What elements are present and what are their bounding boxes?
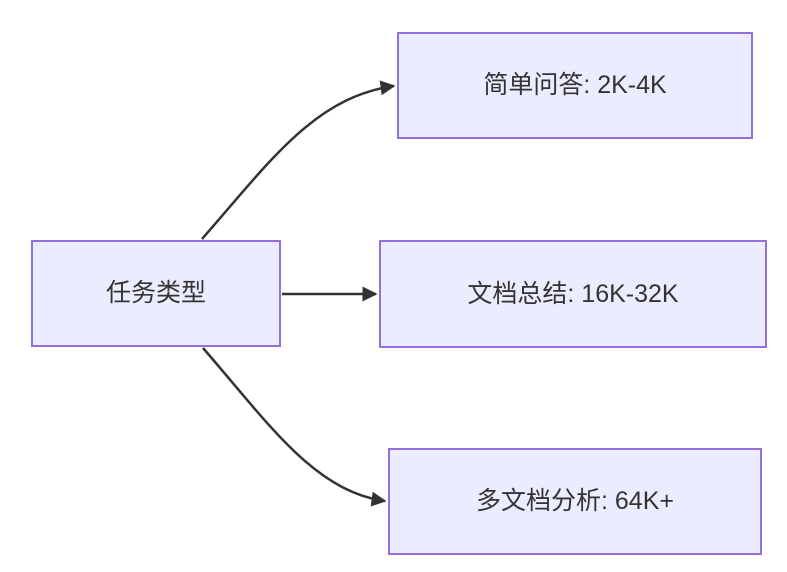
- node-simple-qa: 简单问答: 2K-4K: [397, 32, 753, 139]
- edge-root-to-multidoc: [202, 347, 387, 507]
- node-doc-summary-label: 文档总结: 16K-32K: [467, 279, 679, 308]
- node-doc-summary: 文档总结: 16K-32K: [379, 240, 767, 348]
- node-multi-doc-analysis: 多文档分析: 64K+: [388, 448, 762, 555]
- node-task-type: 任务类型: [31, 240, 281, 347]
- node-multi-doc-analysis-label: 多文档分析: 64K+: [476, 487, 674, 516]
- edge-root-to-qa: [201, 80, 396, 240]
- node-simple-qa-label: 简单问答: 2K-4K: [483, 71, 667, 100]
- node-task-type-label: 任务类型: [105, 279, 206, 308]
